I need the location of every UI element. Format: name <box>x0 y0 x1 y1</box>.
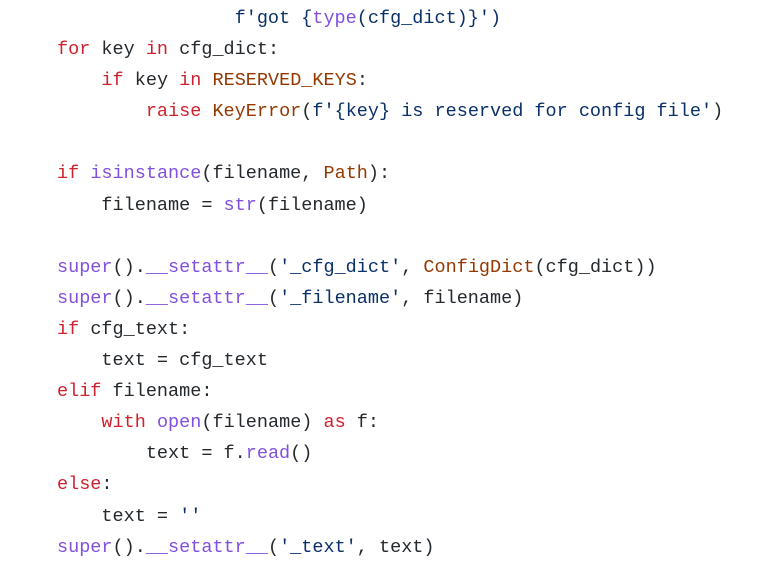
code-token: __setattr__ <box>145 287 268 309</box>
code-token: , text) <box>356 536 435 558</box>
code-token: in <box>179 70 202 92</box>
code-token: text = cfg_text <box>57 350 268 372</box>
code-line: text = cfg_text <box>57 345 723 376</box>
code-token: with <box>101 412 146 434</box>
code-token: if <box>57 163 80 185</box>
code-token: filename: <box>101 381 213 403</box>
code-line: text = f.read() <box>57 438 723 469</box>
code-token: str <box>223 194 257 216</box>
code-token: () <box>290 443 313 465</box>
code-token: (). <box>112 256 146 278</box>
code-token: (filename) <box>256 194 368 216</box>
code-token: RESERVED_KEYS <box>212 70 357 92</box>
code-token: (). <box>112 287 146 309</box>
code-token: read <box>245 443 291 465</box>
code-token: f'{key} is reserved for config file' <box>312 101 713 123</box>
code-token: text = f. <box>57 443 246 465</box>
code-token: cfg_text: <box>79 318 191 340</box>
code-token: filename = <box>57 194 224 216</box>
code-token: '_cfg_dict' <box>279 256 402 278</box>
code-token: ConfigDict <box>423 256 535 278</box>
code-token: ( <box>267 287 280 309</box>
code-token: in <box>145 39 169 61</box>
code-token: (filename) <box>201 412 324 434</box>
code-token: KeyError <box>212 101 302 123</box>
code-line: for key in cfg_dict: <box>57 34 723 65</box>
code-token: for <box>57 39 91 61</box>
code-token: super <box>57 536 113 558</box>
code-line: raise KeyError(f'{key} is reserved for c… <box>57 96 723 127</box>
code-token: super <box>57 287 113 309</box>
code-token: __setattr__ <box>145 536 268 558</box>
code-token: super <box>57 256 113 278</box>
code-token: isinstance <box>90 163 202 185</box>
code-line <box>57 221 723 252</box>
code-line: with open(filename) as f: <box>57 407 723 438</box>
code-token: (filename, <box>201 163 324 185</box>
code-token: '_text' <box>279 536 357 558</box>
code-token <box>57 101 146 122</box>
code-token: if <box>57 318 80 340</box>
code-token: elif <box>57 381 102 403</box>
code-token: : <box>101 474 113 496</box>
code-token: f: <box>345 412 380 434</box>
code-token <box>146 412 157 433</box>
code-token: raise <box>145 101 202 123</box>
code-token: cfg_dict: <box>168 39 280 61</box>
code-line: if cfg_text: <box>57 314 723 345</box>
code-token: else <box>57 474 102 496</box>
code-token: type <box>312 8 357 29</box>
code-token: (). <box>112 536 146 558</box>
code-token: ( <box>267 536 280 558</box>
code-token: , filename) <box>401 287 524 309</box>
code-token: ): <box>367 163 391 185</box>
code-line: elif filename: <box>57 376 723 407</box>
code-token: text = <box>57 505 180 527</box>
code-line: if key in RESERVED_KEYS: <box>57 65 723 96</box>
code-line <box>57 127 723 158</box>
code-token <box>57 70 101 91</box>
code-token: , <box>401 256 424 278</box>
code-line: if isinstance(filename, Path): <box>57 158 723 189</box>
code-token: '_filename' <box>279 287 402 309</box>
code-token: key <box>90 39 146 61</box>
code-token <box>201 101 212 122</box>
code-line: else: <box>57 469 723 500</box>
code-token: '' <box>179 505 202 527</box>
code-line: text = '' <box>57 501 723 532</box>
code-token: ) <box>712 101 724 123</box>
code-block: f'got {type(cfg_dict)}')for key in cfg_d… <box>57 3 723 563</box>
code-token: Path <box>323 163 368 185</box>
code-token: (cfg_dict)}') <box>356 8 502 29</box>
code-token: f'got { <box>57 8 313 29</box>
code-line: super().__setattr__('_filename', filenam… <box>57 283 723 314</box>
code-token: open <box>156 412 202 434</box>
code-token: as <box>323 412 346 434</box>
code-line: filename = str(filename) <box>57 190 723 221</box>
code-token: if <box>101 70 124 92</box>
code-token: key <box>123 70 180 92</box>
code-line: f'got {type(cfg_dict)}') <box>57 3 723 34</box>
code-token: ( <box>301 101 313 123</box>
code-token: __setattr__ <box>145 256 268 278</box>
code-line: super().__setattr__('_cfg_dict', ConfigD… <box>57 252 723 283</box>
code-line: super().__setattr__('_text', text) <box>57 532 723 563</box>
code-token <box>57 412 101 433</box>
code-token: : <box>356 70 368 92</box>
code-token: ( <box>267 256 280 278</box>
code-token: (cfg_dict)) <box>534 256 657 278</box>
code-token <box>201 70 212 91</box>
code-token <box>79 163 90 184</box>
